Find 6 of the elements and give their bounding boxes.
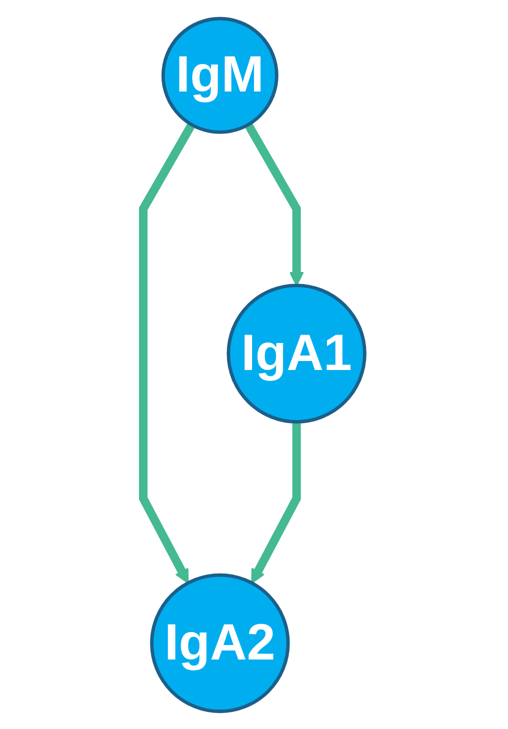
node-circle: IgA1 xyxy=(226,283,366,423)
node-circle: IgM xyxy=(161,16,278,134)
arrow xyxy=(244,122,304,286)
arrow xyxy=(251,421,301,584)
arrow xyxy=(139,122,196,584)
node-circle: IgA2 xyxy=(150,572,290,713)
